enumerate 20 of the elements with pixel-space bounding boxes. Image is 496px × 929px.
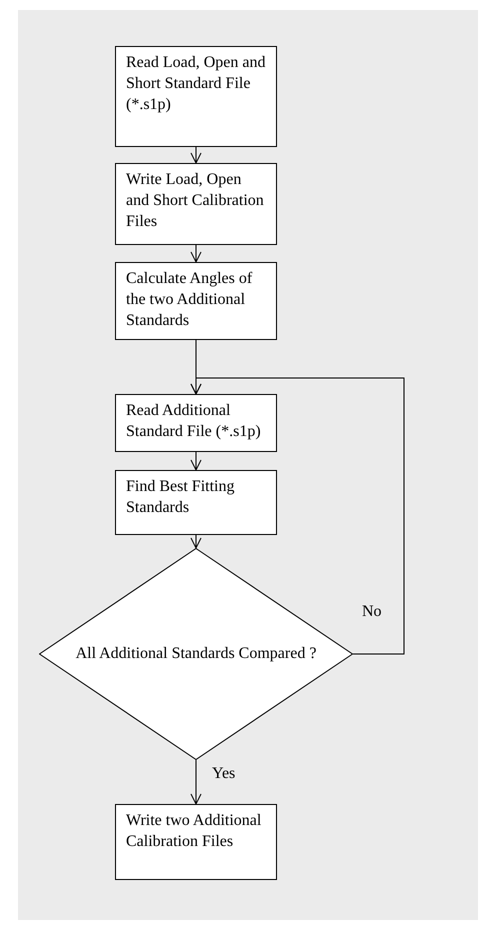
arrow [190,244,202,262]
arrow [190,452,202,470]
process-box [115,163,277,245]
process-box [115,46,277,147]
arrow [190,146,202,164]
arrow [190,534,202,548]
box-text: Find Best Fitting Standards [126,478,234,516]
box-text: Write two Additional Calibration Files [126,812,262,850]
box-text: All Additional Standards Compared ? [74,645,318,663]
process-box [115,804,277,880]
process-box [115,394,277,452]
arrow [190,760,202,804]
box-text: Calculate Angles of the two Additional Standards [126,270,252,329]
box-text: Write Load, Open and Short Calibration Files [126,171,264,230]
arrow [190,378,404,654]
box-text: Read Additional Standard File (*.s1p) [126,402,261,440]
process-box [115,262,277,340]
process-box [115,470,277,535]
box-text: Read Load, Open and Short Standard File (*.s1p) [126,54,266,113]
decision-diamond [39,548,353,760]
